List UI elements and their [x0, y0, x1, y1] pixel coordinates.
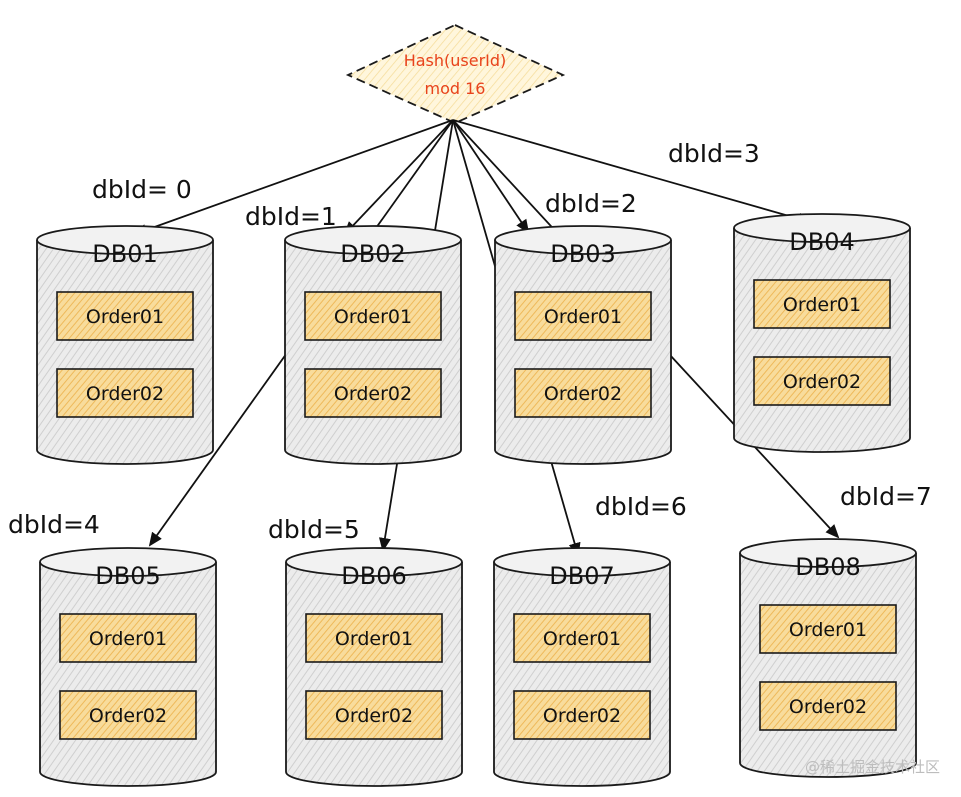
- cylinder-top: [494, 225, 672, 255]
- database-name: DB03: [550, 240, 615, 268]
- database-name: DB02: [340, 240, 405, 268]
- table-name: Order02: [789, 696, 867, 718]
- table-box: [513, 690, 651, 740]
- cylinder-body: [493, 562, 671, 787]
- database-name: DB06: [341, 562, 406, 590]
- cylinder-top: [39, 547, 217, 577]
- arrow-to-db02: [343, 119, 454, 236]
- table-box: [759, 604, 897, 654]
- table-box: [56, 368, 194, 418]
- table-box: [305, 690, 443, 740]
- table-name: Order01: [544, 306, 622, 328]
- table-box: [304, 291, 442, 341]
- table-box: [759, 681, 897, 731]
- dbid-label: dbId=2: [545, 189, 637, 218]
- cylinder-body: [39, 562, 217, 787]
- table-name: Order02: [544, 383, 622, 405]
- cylinder-body: [739, 553, 917, 778]
- table-box: [753, 356, 891, 406]
- dbid-label: dbId=6: [595, 492, 687, 521]
- dbid-label: dbId=5: [268, 515, 360, 544]
- table-name: Order01: [335, 628, 413, 650]
- cylinder-body: [494, 240, 672, 465]
- cylinder-top: [493, 547, 671, 577]
- table-name: Order01: [89, 628, 167, 650]
- table-box: [304, 368, 442, 418]
- watermark: @稀土掘金技术社区: [805, 758, 940, 776]
- table-name: Order02: [86, 383, 164, 405]
- table-name: Order01: [783, 294, 861, 316]
- table-box: [59, 613, 197, 663]
- cylinder-body: [733, 228, 911, 453]
- hash-formula-line1: Hash(userId): [404, 51, 507, 70]
- database-name: DB08: [795, 553, 860, 581]
- table-box: [513, 613, 651, 663]
- table-name: Order01: [86, 306, 164, 328]
- arrow-to-db01: [133, 119, 454, 236]
- dbid-label: dbId=4: [8, 510, 100, 539]
- routing-arrows: [133, 119, 840, 557]
- database-name: DB05: [95, 562, 160, 590]
- cylinder-body: [284, 240, 462, 465]
- table-name: Order01: [334, 306, 412, 328]
- arrow-to-db03: [452, 119, 530, 234]
- dbid-label: dbId=1: [245, 202, 337, 231]
- table-name: Order02: [89, 705, 167, 727]
- arrow-to-db04: [452, 119, 812, 225]
- hash-node: Hash(userId) mod 16: [345, 24, 566, 124]
- table-box: [305, 613, 443, 663]
- dbid-label: dbId= 0: [92, 175, 192, 204]
- database-name: DB01: [92, 240, 157, 268]
- database-name: DB04: [789, 228, 854, 256]
- cylinder-body: [285, 562, 463, 787]
- table-name: Order01: [789, 619, 867, 641]
- table-box: [514, 291, 652, 341]
- cylinder-top: [284, 225, 462, 255]
- table-box: [753, 279, 891, 329]
- table-name: Order02: [543, 705, 621, 727]
- table-name: Order02: [335, 705, 413, 727]
- hash-formula-line2: mod 16: [425, 79, 486, 98]
- cylinder-top: [36, 225, 214, 255]
- table-box: [56, 291, 194, 341]
- table-name: Order01: [543, 628, 621, 650]
- cylinder-top: [739, 538, 917, 568]
- cylinder-top: [285, 547, 463, 577]
- cylinder-body: [36, 240, 214, 465]
- table-box: [514, 368, 652, 418]
- table-name: Order02: [783, 371, 861, 393]
- dbid-label: dbId=3: [668, 139, 760, 168]
- table-name: Order02: [334, 383, 412, 405]
- database-name: DB07: [549, 562, 614, 590]
- dbid-label: dbId=7: [840, 482, 932, 511]
- table-box: [59, 690, 197, 740]
- cylinder-top: [733, 213, 911, 243]
